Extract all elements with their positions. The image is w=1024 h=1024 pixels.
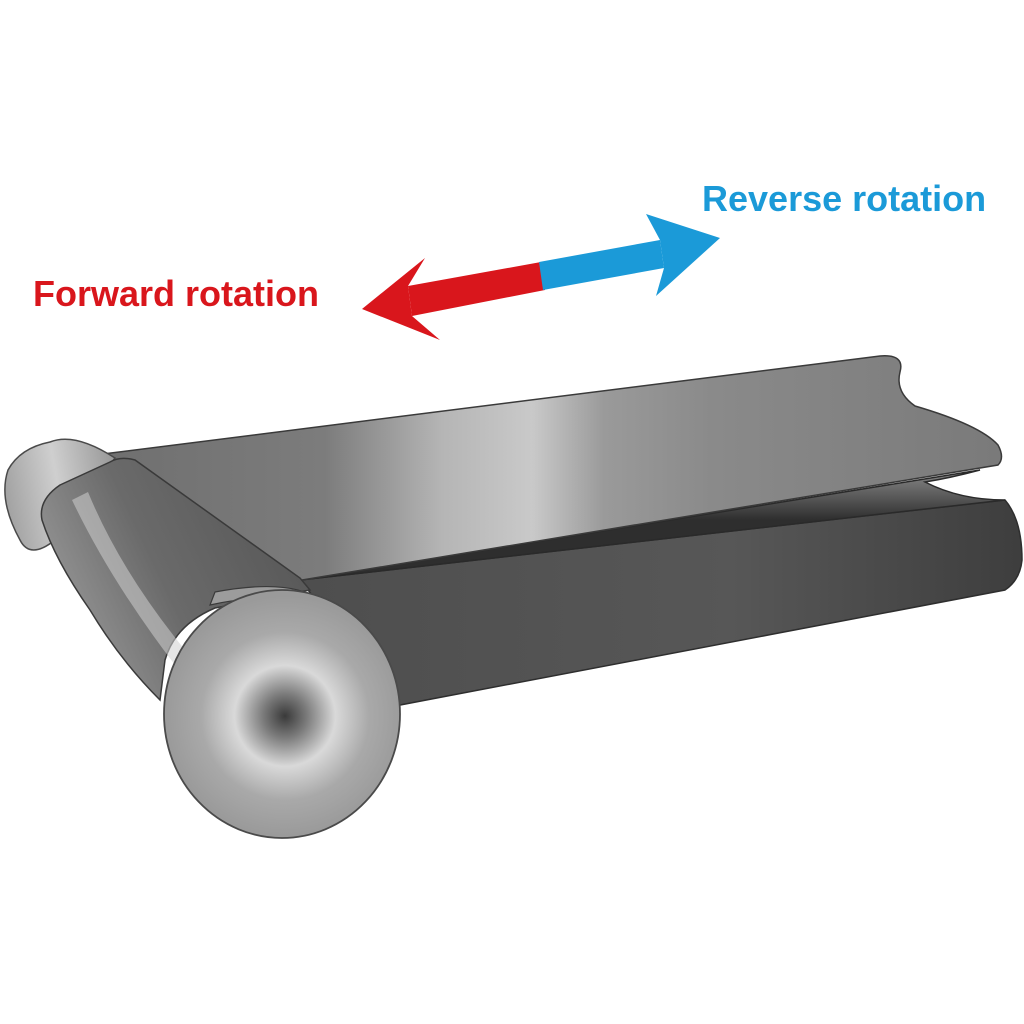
roller-highlight (72, 492, 185, 665)
reverse-rotation-label: Reverse rotation (702, 178, 986, 219)
reverse-arrow-head (646, 214, 720, 296)
forward-arrow-shaft (408, 262, 545, 316)
reverse-arrow-shaft (539, 240, 664, 290)
roller-end-face (163, 589, 401, 839)
forward-rotation-label: Forward rotation (33, 273, 319, 314)
roller-wrapped-material (40, 457, 312, 702)
sheet-curl (299, 469, 1006, 581)
lower-sheet (298, 499, 1023, 706)
forward-arrow-head (362, 258, 440, 340)
upper-sheet (92, 355, 1003, 583)
